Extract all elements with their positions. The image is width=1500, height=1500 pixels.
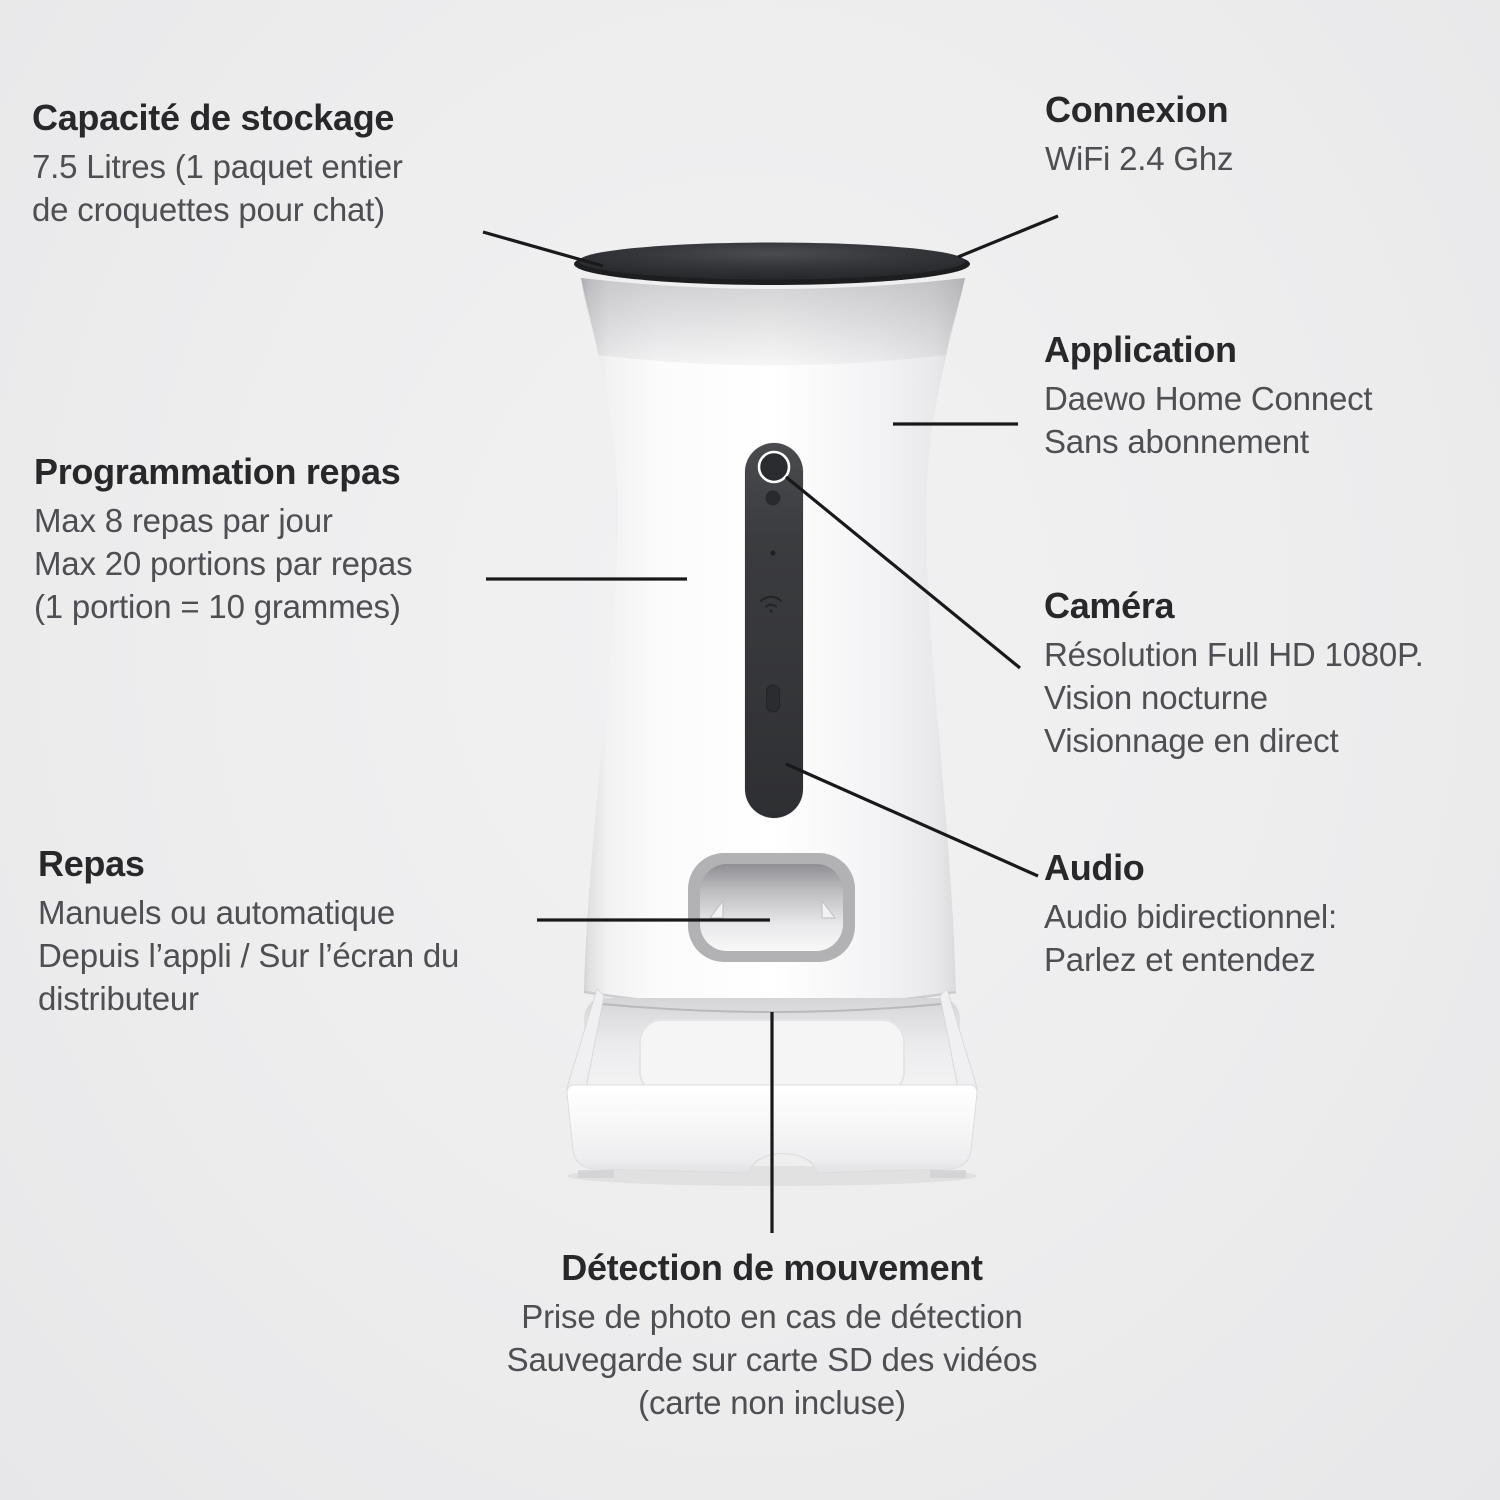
camera-lens-icon bbox=[757, 450, 791, 484]
callout-audio: Audio Audio bidirectionnel: Parlez et en… bbox=[1044, 846, 1496, 981]
callout-detection: Détection de mouvement Prise de photo en… bbox=[342, 1246, 1202, 1424]
speaker-pill bbox=[766, 684, 780, 713]
callout-connexion: Connexion WiFi 2.4 Ghz bbox=[1045, 88, 1495, 180]
tray-foot-right bbox=[930, 1170, 966, 1178]
callout-repas: Repas Manuels ou automatique Depuis l’ap… bbox=[38, 842, 598, 1020]
device-lid bbox=[574, 242, 970, 285]
callout-body: Manuels ou automatique Depuis l’appli / … bbox=[38, 894, 460, 1017]
under-lid-shadow bbox=[581, 278, 965, 366]
microphone-hole bbox=[770, 550, 776, 556]
dispenser-opening bbox=[688, 853, 855, 962]
callout-title: Détection de mouvement bbox=[561, 1247, 983, 1288]
leader-line-storage bbox=[482, 230, 604, 268]
callout-body: Prise de photo en cas de détection Sauve… bbox=[506, 1298, 1038, 1421]
sensor-dot bbox=[765, 490, 781, 506]
callout-title: Repas bbox=[38, 843, 145, 884]
callout-body: Max 8 repas par jour Max 20 portions par… bbox=[34, 502, 413, 625]
callout-application: Application Daewo Home Connect Sans abon… bbox=[1044, 328, 1494, 463]
callout-body: Résolution Full HD 1080P. Vision nocturn… bbox=[1044, 636, 1424, 759]
tray-foot-left bbox=[578, 1170, 614, 1178]
callout-storage: Capacité de stockage 7.5 Litres (1 paque… bbox=[32, 96, 592, 231]
callout-title: Programmation repas bbox=[34, 451, 401, 492]
callout-body: 7.5 Litres (1 paquet entier de croquette… bbox=[32, 148, 403, 228]
callout-title: Audio bbox=[1044, 847, 1145, 888]
callout-title: Caméra bbox=[1044, 585, 1175, 626]
callout-title: Application bbox=[1044, 329, 1237, 370]
callout-title: Connexion bbox=[1045, 89, 1229, 130]
camera-strip bbox=[744, 442, 804, 819]
callout-camera: Caméra Résolution Full HD 1080P. Vision … bbox=[1044, 584, 1496, 762]
chute-tab-right bbox=[821, 899, 837, 919]
callout-body: Audio bidirectionnel: Parlez et entendez bbox=[1044, 898, 1337, 978]
callout-body: WiFi 2.4 Ghz bbox=[1045, 140, 1234, 177]
chute-tab-left bbox=[708, 899, 724, 919]
callout-body: Daewo Home Connect Sans abonnement bbox=[1044, 380, 1373, 460]
leader-line-camera bbox=[784, 475, 1022, 670]
wifi-icon bbox=[759, 595, 783, 613]
callout-title: Capacité de stockage bbox=[32, 97, 395, 138]
leader-line-connexion bbox=[957, 214, 1059, 259]
leader-line-audio bbox=[785, 762, 1039, 878]
tray-side-left bbox=[566, 988, 605, 1089]
callout-programmation: Programmation repas Max 8 repas par jour… bbox=[34, 450, 594, 628]
tray-side-right bbox=[939, 988, 978, 1089]
